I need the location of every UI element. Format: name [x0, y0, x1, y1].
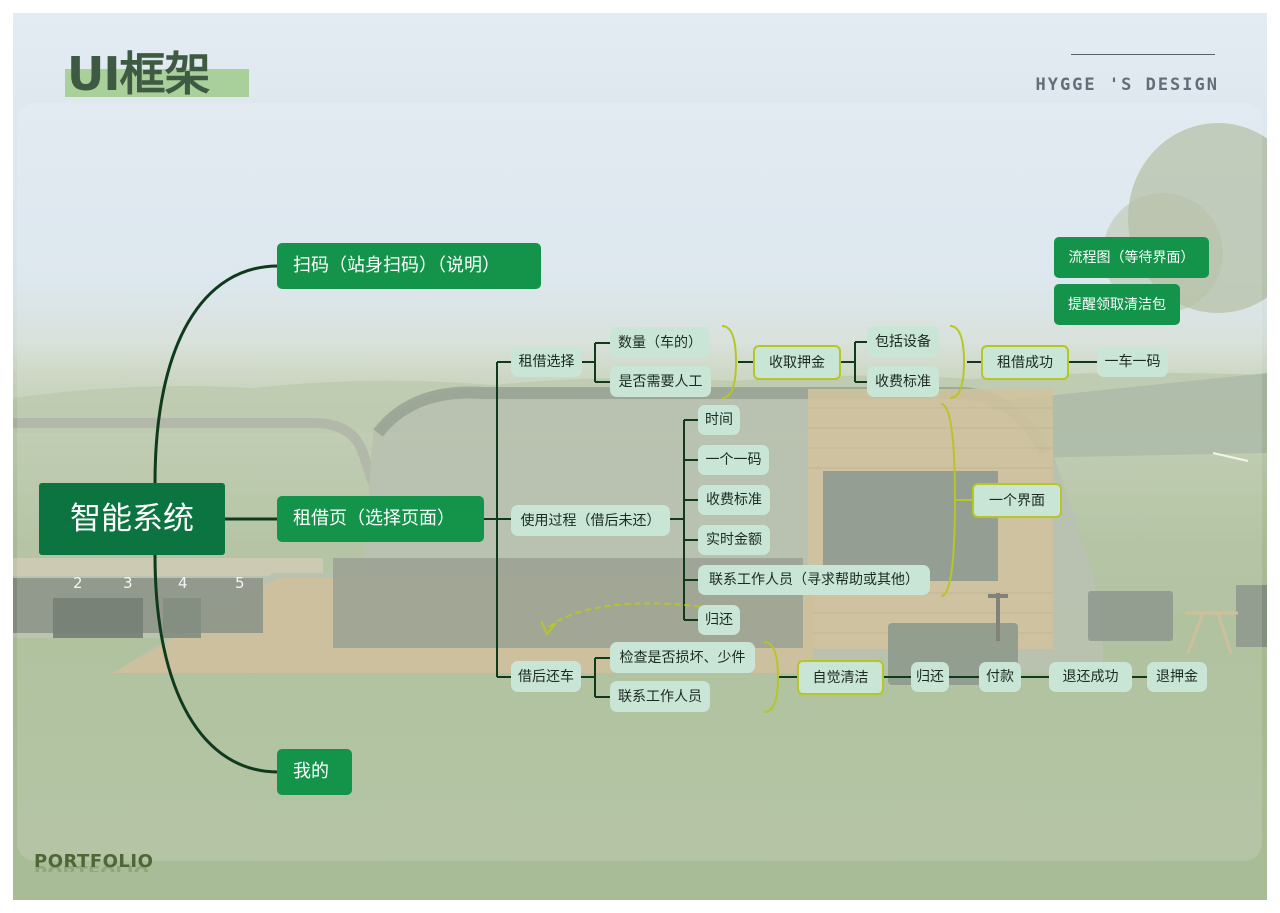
brand-divider: [1071, 54, 1215, 55]
branch-scan: 扫码（站身扫码）（说明）: [277, 243, 541, 289]
node-return-item: 归还: [698, 605, 740, 635]
node-return-step: 归还: [911, 662, 949, 692]
svg-text:3: 3: [123, 574, 133, 592]
node-need-staff: 是否需要人工: [610, 366, 711, 397]
node-one-screen: 一个界面: [972, 483, 1062, 518]
node-fee-standard-2: 收费标准: [698, 485, 770, 515]
node-in-use: 使用过程（借后未还）: [511, 505, 670, 536]
title-highlight: [65, 69, 249, 97]
node-contact-staff-help: 联系工作人员（寻求帮助或其他）: [698, 565, 930, 595]
node-rent-success: 租借成功: [981, 345, 1069, 380]
node-quantity: 数量（车的）: [610, 327, 710, 358]
node-check-damage: 检查是否损坏、少件: [610, 642, 755, 673]
node-realtime-amount: 实时金额: [698, 525, 770, 555]
node-deposit: 收取押金: [753, 345, 841, 380]
portfolio-label-reflection: PORTFOLIO: [34, 863, 149, 872]
node-one-code: 一个一码: [698, 445, 769, 475]
note-flowchart-waiting: 流程图（等待界面）: [1054, 237, 1209, 278]
note-cleaning-kit: 提醒领取清洁包: [1054, 284, 1180, 325]
root-node: 智能系统: [39, 483, 225, 555]
content-panel: [17, 103, 1262, 861]
page-title: UI框架: [67, 47, 210, 101]
node-refund-deposit-step: 退押金: [1147, 662, 1207, 692]
node-payment-step: 付款: [979, 662, 1021, 692]
node-time: 时间: [698, 405, 740, 435]
node-self-clean: 自觉清洁: [797, 660, 884, 695]
svg-text:2: 2: [73, 574, 83, 592]
brand-name: HYGGE 'S DESIGN: [1035, 75, 1219, 95]
node-fee-standard: 收费标准: [867, 366, 939, 397]
node-one-car-one-code: 一车一码: [1097, 347, 1168, 377]
node-include-equipment: 包括设备: [867, 326, 939, 357]
node-contact-staff: 联系工作人员: [610, 681, 710, 712]
branch-rent-page: 租借页（选择页面）: [277, 496, 484, 542]
node-return-car: 借后还车: [511, 661, 581, 692]
branch-mine: 我的: [277, 749, 352, 795]
portfolio-label: PORTFOLIO: [34, 851, 154, 872]
node-return-success-step: 退还成功: [1049, 662, 1132, 692]
node-rent-select: 租借选择: [511, 347, 582, 377]
